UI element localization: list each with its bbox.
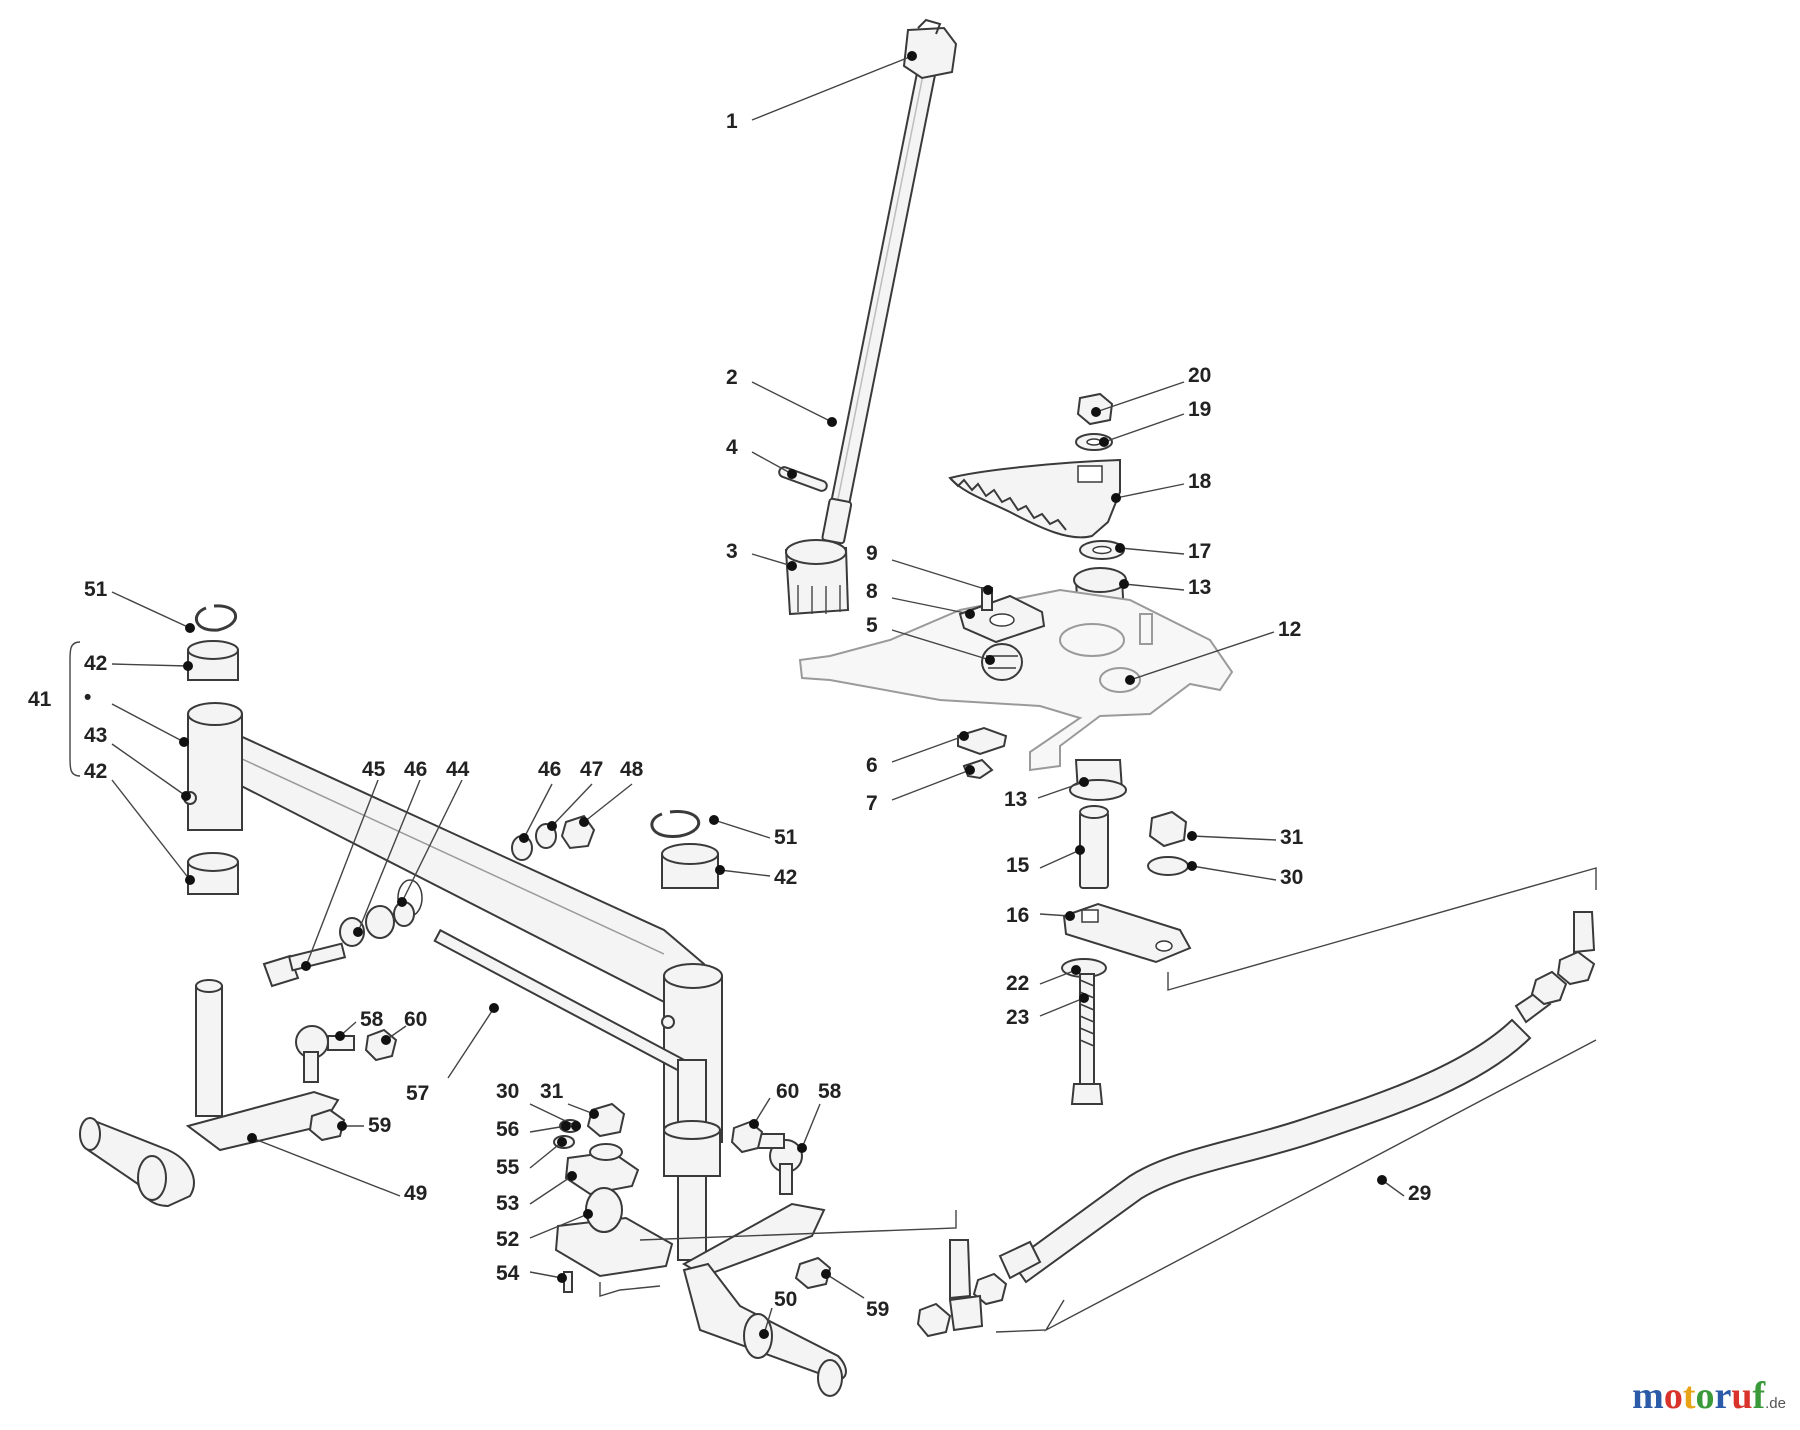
callout-label: 16 [1006, 904, 1029, 927]
ball-stud [295, 1025, 832, 1290]
axle-bushing [187, 640, 719, 895]
callout-label: 44 [446, 758, 470, 781]
callout-label: 60 [404, 1008, 427, 1031]
callout-label: 48 [620, 758, 644, 781]
callout-label: 51 [774, 826, 798, 849]
callout-label: 2 [726, 366, 738, 389]
callout-label: 42 [84, 760, 107, 783]
callout-label: 15 [1006, 854, 1030, 877]
watermark-letter: r [1714, 1375, 1732, 1417]
watermark-logo: motoruf.de [1632, 1374, 1786, 1418]
king-pin-bracket [554, 1150, 674, 1293]
sector-gear [948, 458, 1121, 539]
callout-label: 47 [580, 758, 603, 781]
callout-label: 18 [1188, 470, 1212, 493]
callout-label: 5 [866, 614, 878, 637]
callout-label: 9 [866, 542, 878, 565]
callout-label: 3 [726, 540, 738, 563]
callout-label: 8 [866, 580, 878, 603]
snap-ring [194, 604, 701, 838]
callout-label: 43 [84, 724, 107, 747]
steering-spacer [1079, 805, 1109, 889]
watermark-letter: m [1632, 1375, 1664, 1417]
callout-label: 56 [496, 1118, 519, 1141]
callout-label: 42 [84, 652, 107, 675]
callout-label: 13 [1004, 788, 1027, 811]
callout-label: 6 [866, 754, 878, 777]
steering-pinion [784, 539, 850, 616]
callout-label: 50 [774, 1288, 797, 1311]
callout-label: 45 [362, 758, 386, 781]
watermark-letter: t [1682, 1375, 1696, 1417]
callout-label: 31 [1280, 826, 1304, 849]
callout-label: 22 [1006, 972, 1029, 995]
flange-bushing [1069, 567, 1127, 801]
callout-label: 58 [360, 1008, 384, 1031]
watermark-letter: o [1695, 1375, 1715, 1417]
bracket-plate [958, 587, 1046, 644]
callout-label: 30 [496, 1080, 519, 1103]
callout-label: 12 [1278, 618, 1301, 641]
tie-rod-long [916, 911, 1596, 1338]
callout-label: 52 [496, 1228, 519, 1251]
callout-label: 54 [496, 1262, 520, 1285]
callout-label: 55 [496, 1156, 520, 1179]
callout-label: 19 [1188, 398, 1211, 421]
callout-label: 60 [776, 1080, 799, 1103]
callout-label: 17 [1188, 540, 1211, 563]
callout-label: 7 [866, 792, 878, 815]
watermark-letter: f [1752, 1375, 1766, 1417]
connection-lines [599, 867, 1597, 1333]
spindle-left [79, 979, 340, 1208]
callout-label: 42 [774, 866, 797, 889]
callout-label: 59 [866, 1298, 889, 1321]
callout-label: 1 [726, 110, 738, 133]
callout-label: 41 [28, 688, 52, 711]
callout-label: 29 [1408, 1182, 1431, 1205]
callout-label: 20 [1188, 364, 1211, 387]
callout-label: 53 [496, 1192, 519, 1215]
callout-label: 58 [818, 1080, 842, 1103]
callout-label: 4 [726, 436, 738, 459]
callout-label: 23 [1006, 1006, 1029, 1029]
watermark-letters: motoruf [1632, 1375, 1765, 1417]
spindle-right [663, 1059, 847, 1397]
callout-label: 59 [368, 1114, 391, 1137]
callouts: 1 2 4 3 20 19 18 17 9 13 8 12 5 6 7 13 3 [28, 51, 1431, 1339]
callout-label: 57 [406, 1082, 429, 1105]
hex-nut [1147, 810, 1189, 876]
watermark-letter: u [1731, 1375, 1753, 1417]
callout-label: 46 [538, 758, 561, 781]
callout-label: 30 [1280, 866, 1303, 889]
callout-label: 49 [404, 1182, 427, 1205]
callout-label: 51 [84, 578, 108, 601]
steering-shaft [821, 18, 958, 545]
watermark-letter: o [1663, 1375, 1683, 1417]
watermark-tld: .de [1765, 1395, 1786, 1412]
steering-arm [1062, 902, 1192, 964]
bolt [1061, 958, 1107, 1105]
callout-label: 31 [540, 1080, 564, 1103]
callout-label: • [84, 686, 91, 709]
callout-label: 13 [1188, 576, 1211, 599]
callout-label: 46 [404, 758, 427, 781]
